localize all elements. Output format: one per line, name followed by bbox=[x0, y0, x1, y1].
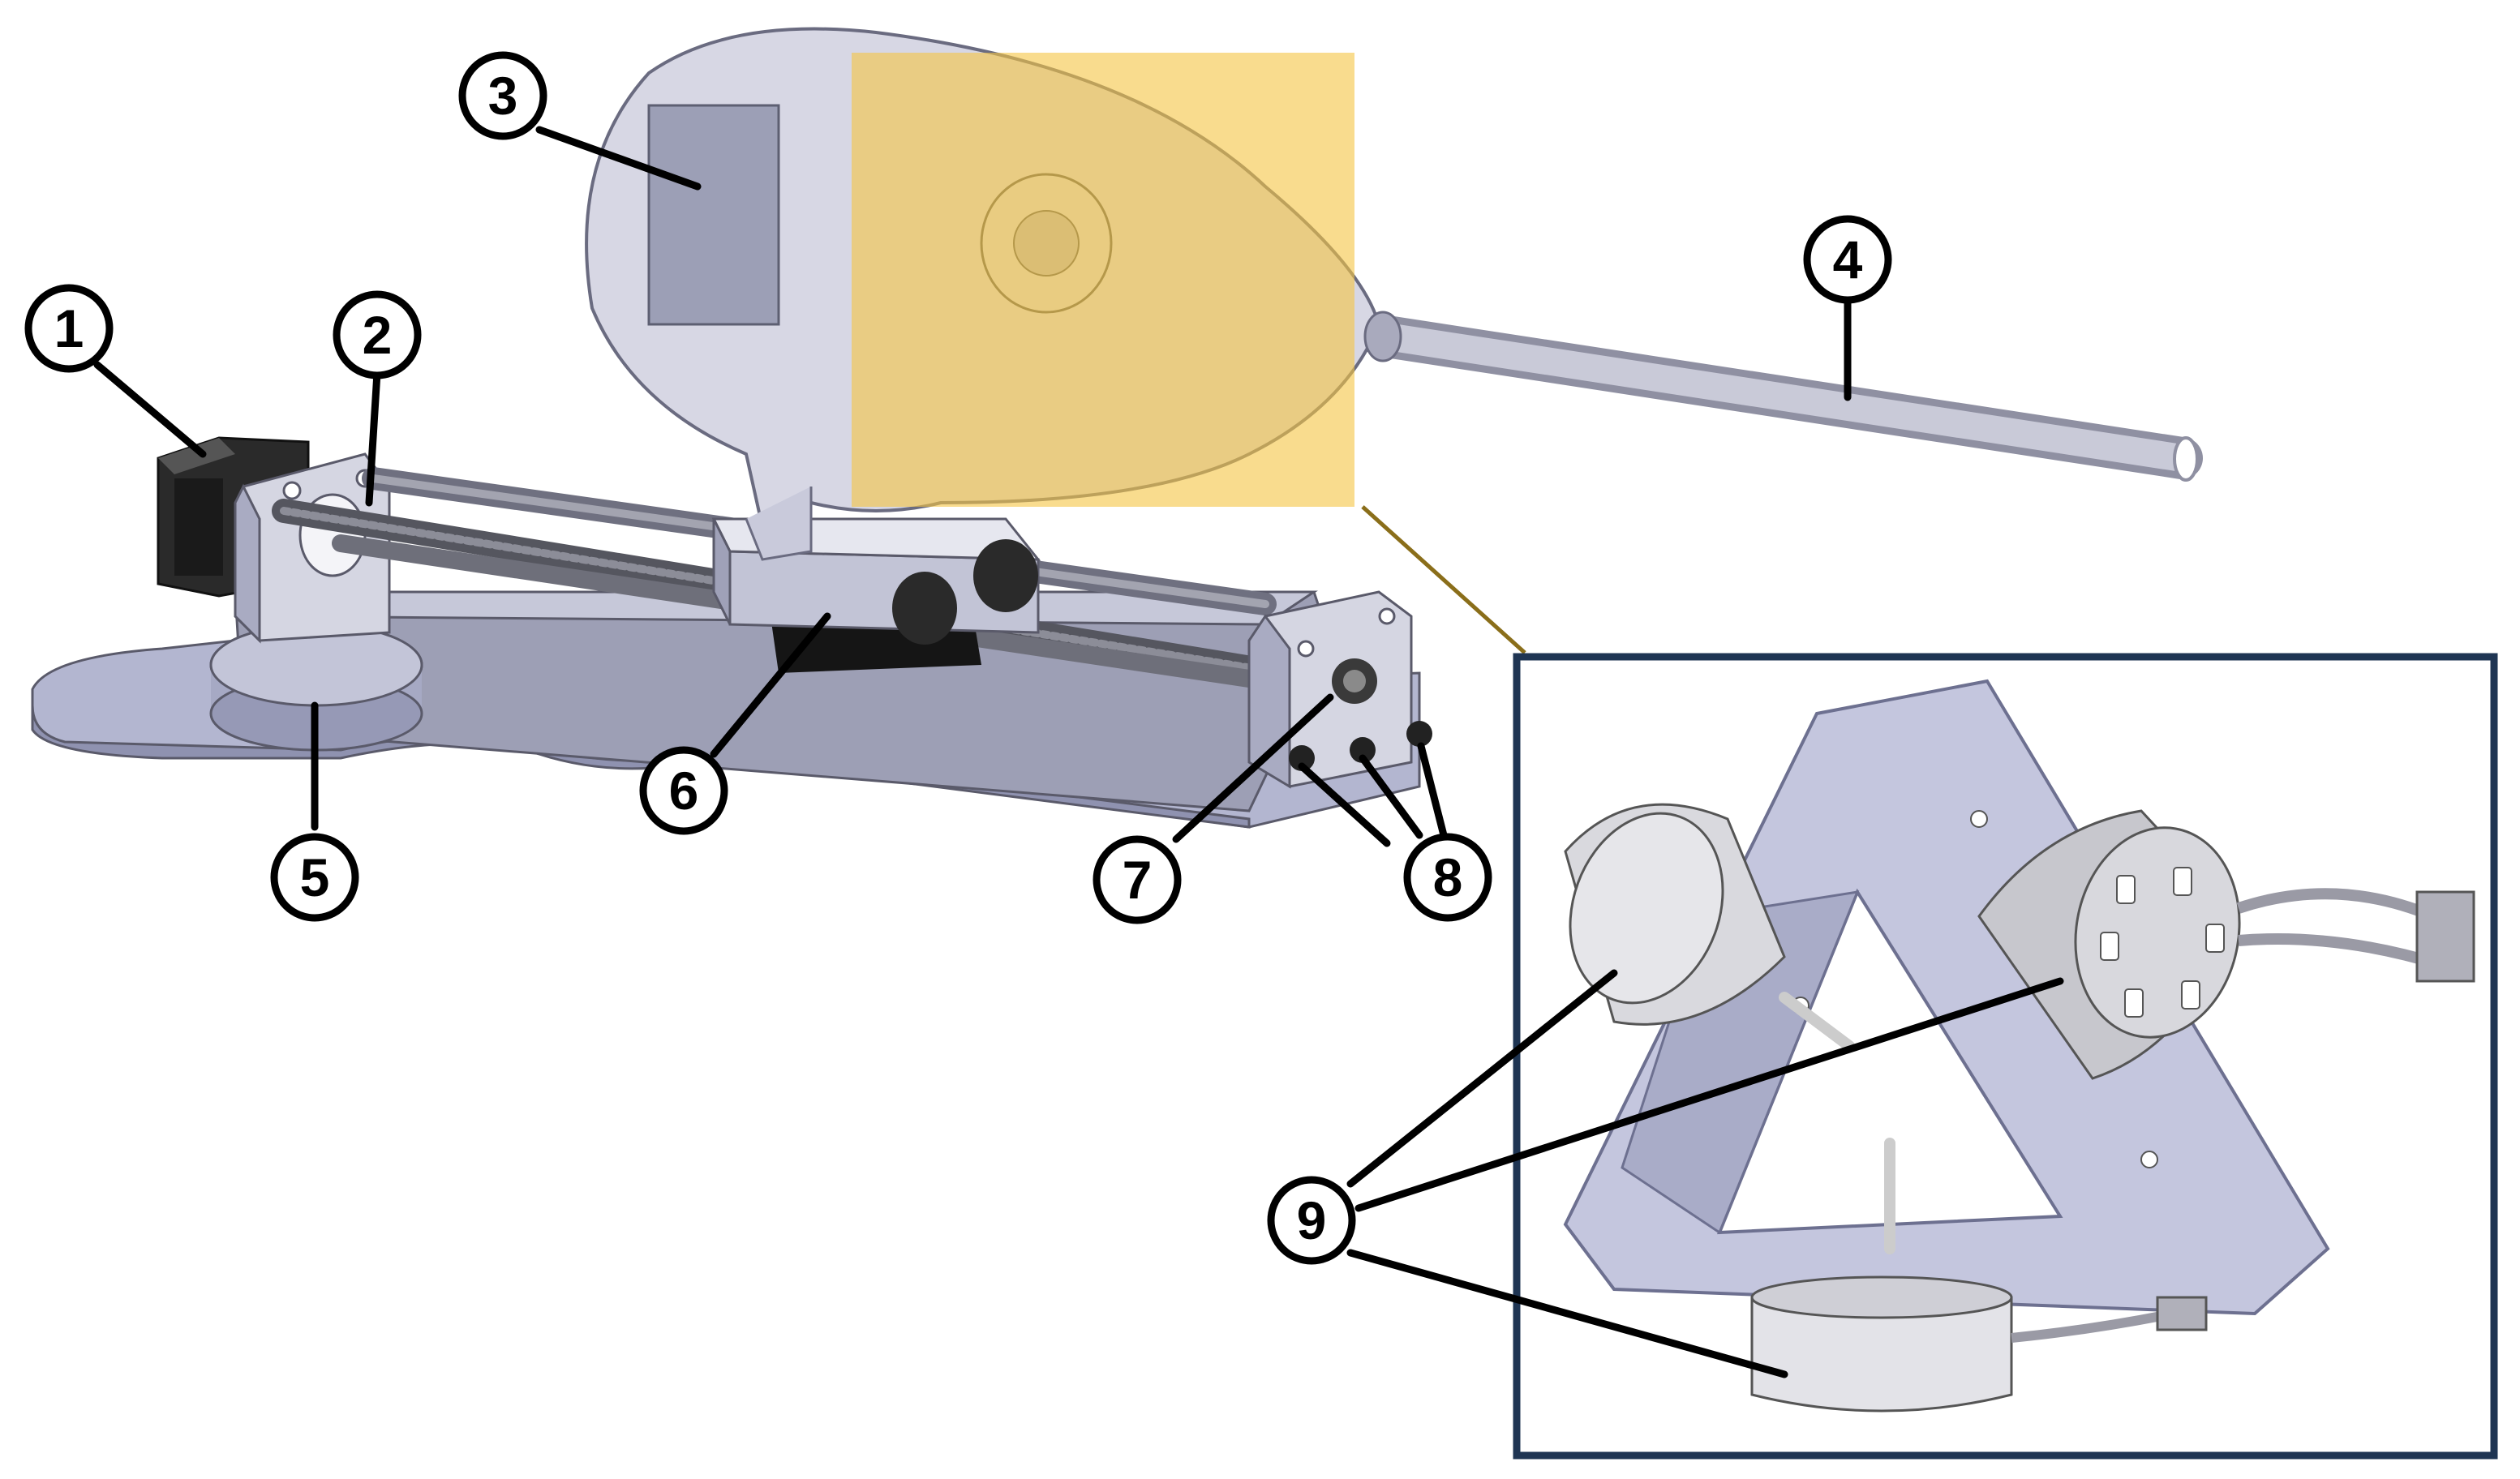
callout-6-label: 6 bbox=[669, 761, 699, 821]
gimbal-motor-icon bbox=[1564, 803, 2475, 1413]
inset-detail bbox=[1513, 653, 2498, 1460]
callout-1: 1 bbox=[24, 284, 114, 373]
leader-2 bbox=[365, 369, 381, 507]
zoom-connector bbox=[1361, 505, 1526, 654]
callout-9: 9 bbox=[1267, 1176, 1356, 1265]
callout-7: 7 bbox=[1093, 835, 1182, 924]
leader-8a bbox=[1298, 762, 1391, 847]
leader-8c bbox=[1417, 742, 1448, 839]
left-end-block bbox=[234, 452, 391, 644]
callout-2-label: 2 bbox=[363, 305, 393, 365]
callout-2: 2 bbox=[333, 290, 422, 379]
leader-9b bbox=[1354, 977, 2064, 1212]
triangular-frame bbox=[1563, 679, 2330, 1316]
leader-9a bbox=[1346, 969, 1618, 1188]
highlight-region bbox=[852, 53, 1354, 507]
carriage-icon bbox=[711, 517, 1041, 673]
callout-6: 6 bbox=[639, 746, 728, 835]
probe-tube-icon bbox=[1363, 311, 2203, 482]
leader-1 bbox=[93, 361, 207, 458]
screw-icon bbox=[1289, 721, 1432, 771]
callout-7-label: 7 bbox=[1123, 850, 1153, 910]
callout-5: 5 bbox=[270, 833, 359, 922]
leader-8b bbox=[1359, 754, 1423, 839]
leader-7 bbox=[1172, 693, 1334, 843]
callout-8-label: 8 bbox=[1433, 847, 1463, 907]
callout-3: 3 bbox=[458, 51, 547, 140]
leader-lines bbox=[93, 126, 2064, 1378]
leader-9c bbox=[1346, 1249, 1788, 1378]
callout-9-label: 9 bbox=[1297, 1190, 1327, 1250]
callout-3-label: 3 bbox=[488, 66, 518, 126]
right-end-block bbox=[1247, 590, 1413, 789]
callout-8: 8 bbox=[1403, 833, 1492, 922]
callout-5-label: 5 bbox=[300, 847, 330, 907]
leader-3 bbox=[535, 126, 702, 191]
callout-4-label: 4 bbox=[1833, 229, 1863, 289]
leader-6 bbox=[710, 612, 831, 758]
callout-4: 4 bbox=[1803, 215, 1892, 304]
callout-1-label: 1 bbox=[54, 298, 84, 358]
bearing-icon bbox=[1332, 658, 1377, 704]
